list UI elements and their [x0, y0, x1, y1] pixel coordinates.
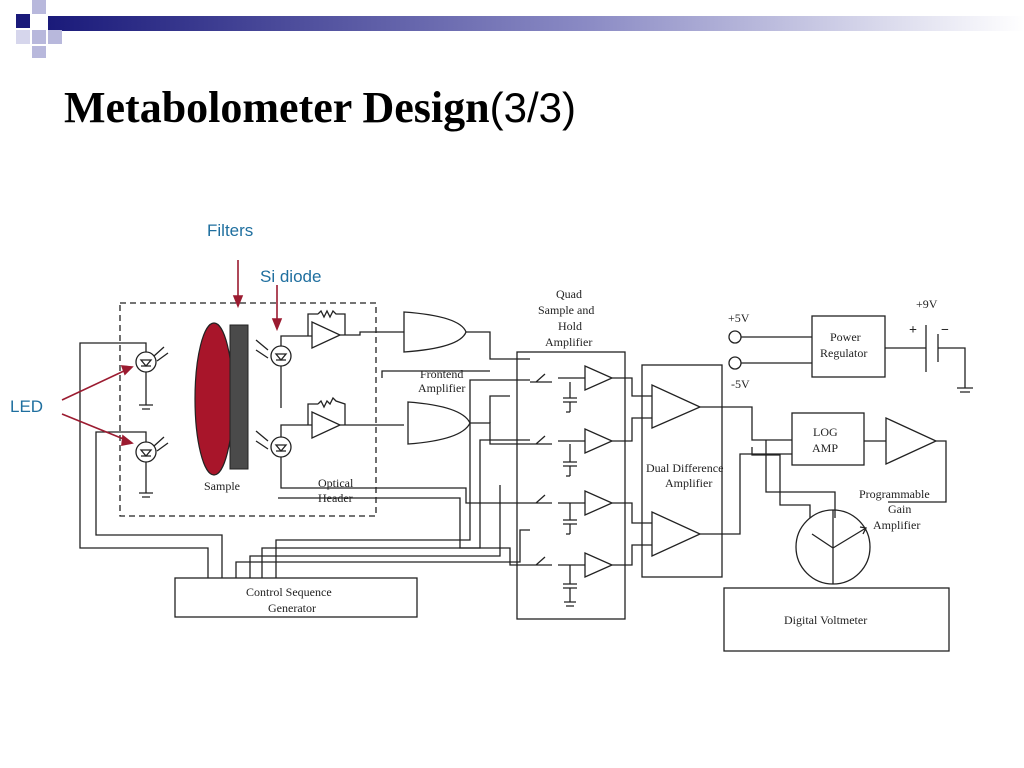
optical-filter [229, 324, 249, 470]
sample-label: Sample [204, 479, 240, 493]
battery-plus-label: + [909, 323, 917, 338]
si-diode-bottom-absorb [255, 430, 269, 450]
si-diode-bottom-symbol [274, 444, 288, 453]
title-suffix: (3/3) [489, 84, 576, 131]
si-diode-top [270, 345, 292, 367]
frontend-amp-bottom [407, 401, 471, 445]
power-regulator-label-1: Power [830, 330, 861, 344]
dual-label-2: Amplifier [665, 476, 712, 490]
power-regulator-box [811, 315, 886, 378]
led-bottom-emit [153, 436, 169, 452]
log-amp-label-1: LOG [813, 425, 838, 439]
pga-opamp [885, 416, 938, 466]
header-opamp-top [311, 320, 342, 350]
page-title: Metabolometer Design(3/3) [64, 78, 576, 138]
terminal-plus5v[interactable] [728, 330, 742, 344]
corner-square [32, 30, 46, 44]
quad-label-1: Quad [556, 287, 582, 301]
battery-minus-label: − [941, 323, 949, 338]
corner-square [32, 46, 46, 58]
si-diode-bottom-wire [280, 424, 308, 489]
terminal-minus5v[interactable] [728, 356, 742, 370]
power-regulator-label-2: Regulator [820, 346, 867, 360]
dvm-meter-wire [751, 447, 811, 518]
log-amp-box [791, 412, 865, 466]
led-bottom [135, 441, 157, 463]
quad-label-4: Amplifier [545, 335, 592, 349]
optical-header-label-1: Optical [318, 476, 354, 490]
sample-hold-channels [530, 364, 614, 607]
optical-header-label-2: Header [318, 491, 353, 505]
led-top-wire [79, 342, 209, 578]
quad-label-2: Sample and [538, 303, 594, 317]
sample-lens [194, 322, 234, 476]
plus5v-label: +5V [728, 311, 750, 325]
led-arrow-bottom [61, 413, 127, 441]
dual-label-1: Dual Difference [646, 461, 723, 475]
plus9v-label: +9V [916, 297, 938, 311]
led-callout: LED [10, 397, 43, 416]
frontend-amp-top-branch [381, 370, 490, 378]
dual-diff-amp-bottom [651, 510, 702, 558]
led-bottom-symbol [139, 449, 153, 458]
led-top [135, 351, 157, 373]
digital-voltmeter-label: Digital Voltmeter [784, 613, 867, 627]
corner-square [32, 0, 46, 14]
pga-label-2: Gain [888, 502, 911, 516]
header-to-sh-wire-2 [278, 497, 530, 566]
led-bottom-ground [139, 462, 153, 498]
frontend-amp-top [403, 311, 467, 353]
filters-arrowhead [232, 295, 244, 309]
header-opamp-top-feedback [307, 309, 404, 337]
control-wires [235, 379, 530, 578]
corner-square [16, 14, 30, 28]
dual-difference-box [641, 364, 723, 578]
corner-square [48, 30, 62, 44]
header-gradient-bar [48, 16, 1024, 31]
frontend-label-2: Amplifier [418, 381, 465, 395]
frontend-amp-bottom-branch [489, 395, 510, 423]
control-sequence-box [174, 577, 418, 618]
si-diode-callout: Si diode [260, 267, 321, 286]
header-to-sh-wire-1 [286, 487, 530, 504]
frontend-label-1: Frontend [420, 367, 463, 381]
metabolometer-circuit-diagram: Filters Si diode LED Sample Optical Head… [10, 221, 973, 652]
battery-wire [885, 325, 973, 393]
quad-label-3: Hold [558, 319, 582, 333]
header-opamp-bottom-feedback [307, 396, 404, 426]
led-top-emit [153, 346, 169, 362]
filters-callout: Filters [207, 221, 253, 240]
header-opamp-bottom [311, 410, 342, 440]
title-main: Metabolometer Design [64, 83, 490, 132]
control-sequence-label-2: Generator [268, 601, 316, 615]
led-arrow-top-head [120, 365, 134, 376]
optical-header-box [119, 302, 377, 517]
pga-label-3: Amplifier [873, 518, 920, 532]
log-bypass [765, 440, 836, 518]
pga-feedback [888, 440, 947, 503]
frontend-amp-bottom-out [470, 422, 530, 445]
title-decoration [16, 0, 1024, 58]
sh-to-diff-wires [612, 377, 652, 566]
led-arrow-top [61, 369, 127, 401]
si-diode-top-wire [280, 335, 308, 408]
corner-square [16, 30, 30, 44]
log-amp-label-2: AMP [812, 441, 838, 455]
led-top-symbol [139, 359, 153, 368]
si-diode-bottom [270, 436, 292, 458]
si-diode-top-absorb [255, 339, 269, 359]
si-diode-arrowhead [271, 318, 283, 332]
control-sequence-label-1: Control Sequence [246, 585, 332, 599]
led-bottom-wire [95, 431, 223, 578]
digital-voltmeter-box [723, 587, 950, 652]
dual-diff-amp-top [651, 383, 702, 429]
led-top-ground [139, 372, 153, 410]
frontend-amp-top-out [466, 331, 530, 360]
si-diode-top-symbol [274, 353, 288, 362]
minus5v-label: -5V [731, 377, 750, 391]
quad-sample-hold-box [516, 351, 626, 620]
led-arrow-bottom-head [121, 434, 134, 446]
pga-label-1: Programmable [859, 487, 930, 501]
meter-needle [811, 510, 867, 584]
